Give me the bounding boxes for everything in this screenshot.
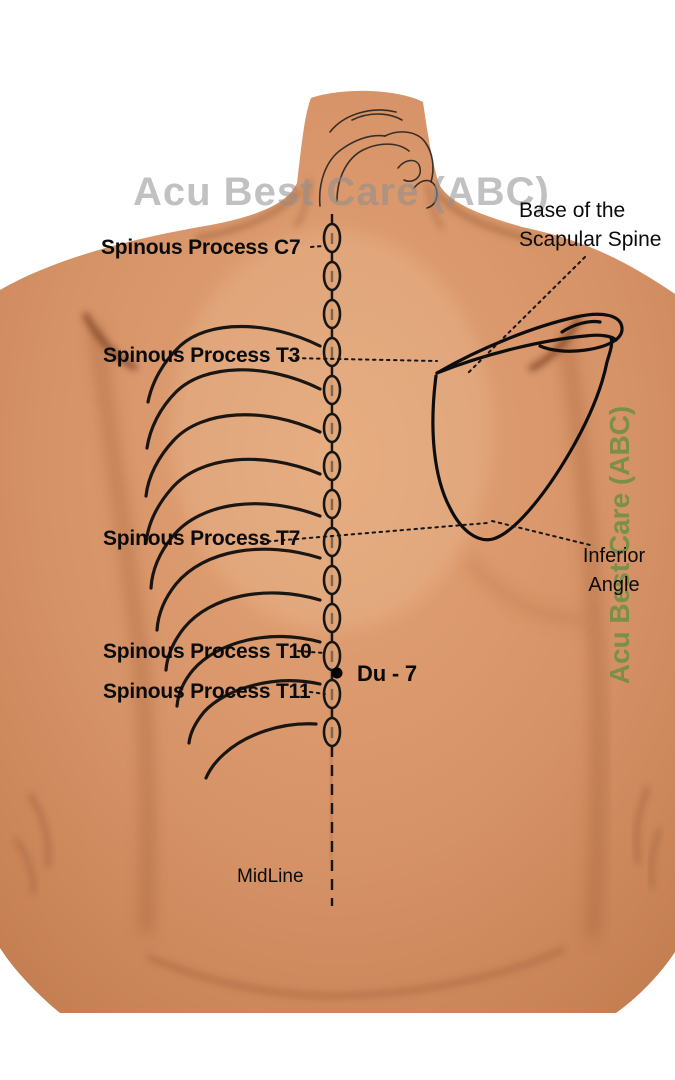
leader-inferior-angle <box>491 520 591 546</box>
du7-point-marker <box>331 667 343 679</box>
vertebra-ellipse <box>322 260 342 292</box>
label-base-of-scapular-spine: Base of the Scapular Spine <box>519 196 661 254</box>
vertebra-ellipse <box>322 374 342 406</box>
watermark-horizontal: Acu Best Care (ABC) <box>133 170 550 214</box>
vertebra-ellipse <box>322 222 342 254</box>
vertebra-ellipse <box>322 716 342 748</box>
leader-t7 <box>260 522 488 543</box>
vertebra-ellipse <box>322 602 342 634</box>
label-spinous-process-t3: Spinous Process T3 <box>103 344 301 367</box>
label-spinous-process-t11: Spinous Process T11 <box>103 680 311 703</box>
rib-cage <box>144 325 322 780</box>
vertebra-ellipse <box>322 526 342 558</box>
vertebra-ellipse <box>322 488 342 520</box>
leader-base-scapular-spine <box>465 256 586 376</box>
label-spinous-process-c7: Spinous Process C7 <box>101 236 301 259</box>
vertebra-ellipse <box>322 298 342 330</box>
vertebra-ellipse <box>322 336 342 368</box>
vertebra-ellipse <box>322 678 342 710</box>
leader-t10 <box>297 650 325 654</box>
label-inferior-angle-line2: Angle <box>588 574 640 596</box>
vertebrae-column <box>322 222 342 748</box>
label-midline: MidLine <box>237 866 304 887</box>
leader-c7 <box>310 245 324 248</box>
vertebra-ellipse <box>322 640 342 672</box>
label-du7-point: Du - 7 <box>357 661 417 686</box>
vertebra-ellipse <box>322 412 342 444</box>
vertebra-ellipse <box>322 564 342 596</box>
label-base-of-scapular-spine-line2: Scapular Spine <box>519 228 662 251</box>
hair-lines <box>318 109 438 209</box>
label-spinous-process-t10: Spinous Process T10 <box>103 640 312 663</box>
label-inferior-angle-line1: Inferior <box>582 545 646 567</box>
leader-lines <box>260 245 591 695</box>
scapula-outline <box>431 312 624 542</box>
vertebra-ellipse <box>322 450 342 482</box>
label-inferior-angle: Inferior Angle <box>571 542 657 600</box>
label-spinous-process-t7: Spinous Process T7 <box>103 527 301 550</box>
label-base-of-scapular-spine-line1: Base of the <box>519 199 626 222</box>
